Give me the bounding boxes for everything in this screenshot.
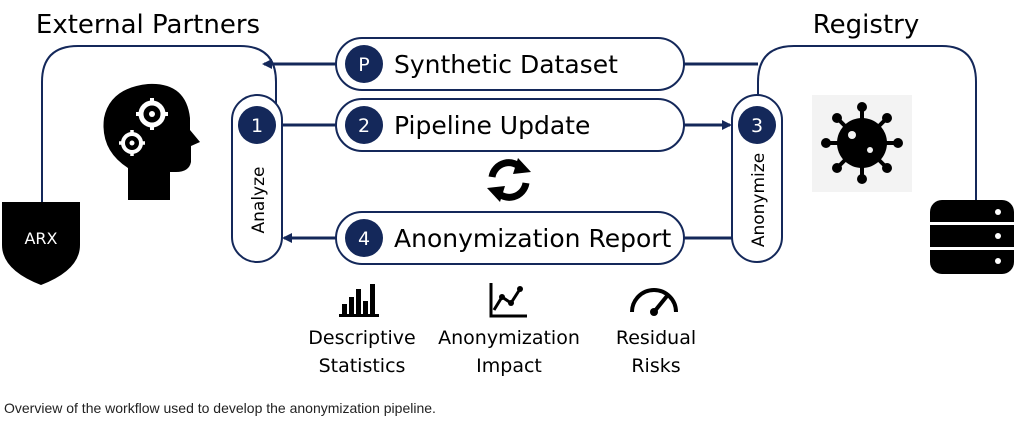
external-partners-frame — [41, 45, 277, 205]
badge-p-circle — [345, 45, 383, 83]
database-icon — [930, 200, 1014, 274]
external-partners-title: External Partners — [36, 10, 260, 40]
anonymization-report-label: Anonymization Report — [394, 224, 672, 253]
arx-shield-text: ARX — [24, 229, 57, 248]
report-item-label: Descriptive — [308, 327, 415, 349]
badge-p: P — [358, 54, 369, 76]
figure-caption: Overview of the workflow used to develop… — [4, 400, 436, 416]
badge-1-circle — [238, 106, 276, 144]
bar-chart-icon — [339, 284, 379, 317]
badge-3: 3 — [751, 115, 763, 137]
report-item-label: Anonymization — [438, 327, 580, 349]
badge-3-circle — [738, 106, 776, 144]
head-gears-icon — [103, 83, 200, 200]
gauge-icon — [630, 288, 678, 316]
report-item-label: Risks — [631, 355, 680, 377]
arx-shield-icon — [2, 202, 80, 285]
report-item-label: Residual — [616, 327, 696, 349]
badge-4-circle — [345, 219, 383, 257]
badge-1: 1 — [251, 115, 263, 137]
virus-icon — [812, 95, 912, 192]
analyze-label: Analyze — [249, 167, 269, 234]
badge-2: 2 — [358, 115, 370, 137]
report-item-label: Statistics — [319, 355, 406, 377]
badge-4: 4 — [358, 228, 370, 250]
registry-frame — [757, 45, 977, 200]
registry-title: Registry — [813, 10, 919, 40]
refresh-icon — [487, 158, 531, 202]
anonymize-label: Anonymize — [749, 153, 769, 247]
badge-2-circle — [345, 106, 383, 144]
workflow-diagram: External Partners Registry P 2 4 1 3 Syn… — [2, 10, 1014, 377]
report-item-label: Impact — [476, 355, 542, 377]
line-chart-icon — [489, 283, 527, 318]
pipeline-update-label: Pipeline Update — [394, 111, 590, 140]
synthetic-dataset-label: Synthetic Dataset — [394, 50, 618, 79]
